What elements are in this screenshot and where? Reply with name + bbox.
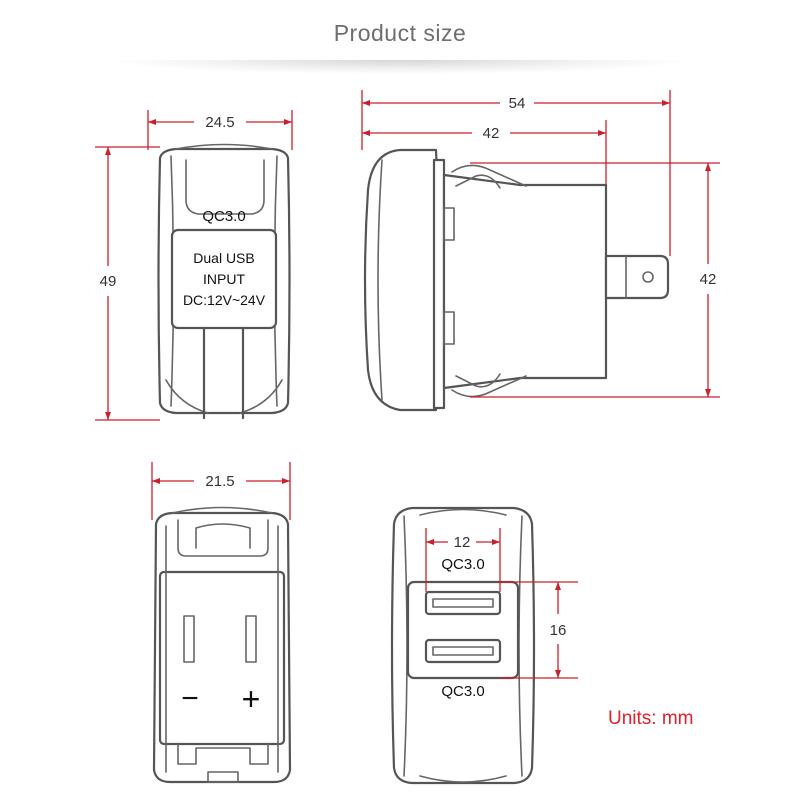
- back-negative-terminal-slot: [183, 615, 195, 663]
- side-bottom-tab: [443, 311, 455, 345]
- side-top-clip: [451, 164, 527, 189]
- front-height-dimension: 49: [95, 146, 160, 421]
- front-width-dimension: 24.5: [147, 110, 293, 150]
- front-label-tongue: [202, 326, 245, 420]
- side-view: 54 42 42: [361, 90, 720, 412]
- back-top-clip: [171, 506, 273, 557]
- side-flange: [432, 158, 446, 410]
- front-top-slot: [185, 159, 265, 215]
- side-height-label: 42: [700, 271, 717, 288]
- usb-port-bottom: [424, 638, 502, 664]
- side-cap-inner: [377, 159, 383, 401]
- usb-port-bottom-tongue: [432, 646, 494, 656]
- port-qc-top-label: QC3.0: [441, 556, 484, 573]
- usb-port-top-tongue: [432, 598, 494, 608]
- back-top-clip-inner: [195, 523, 251, 549]
- port-view: QC3.0 QC3.0 12 16: [390, 506, 578, 785]
- port-bottom-arc: [419, 775, 507, 783]
- title-divider: [110, 60, 690, 74]
- side-top-tab: [443, 207, 455, 241]
- front-label-line3: DC:12V~24V: [183, 292, 266, 308]
- back-width-dimension: 21.5: [151, 462, 291, 520]
- back-bottom-tab: [207, 771, 239, 783]
- units-label: Units: mm: [608, 708, 694, 729]
- port-width-label: 12: [454, 534, 471, 551]
- port-width-dimension: 12: [425, 528, 501, 592]
- port-top-arc: [419, 508, 507, 516]
- side-height-dimension: 42: [470, 162, 720, 398]
- front-view: QC3.0 Dual USB INPUT DC:12V~24V 24.5 49: [95, 110, 293, 421]
- back-positive-terminal-slot: [245, 615, 257, 663]
- side-terminal-hole: [642, 271, 654, 283]
- side-body-length-label: 42: [483, 125, 500, 142]
- plus-icon: +: [242, 681, 261, 717]
- back-plate: [158, 570, 286, 746]
- side-total-length-label: 54: [509, 95, 526, 112]
- side-body-length-dimension: 42: [362, 120, 607, 185]
- back-view: − + 21.5: [151, 462, 292, 784]
- side-total-length-dimension: 54: [361, 90, 671, 256]
- back-width-label: 21.5: [205, 473, 234, 490]
- port-height-label: 16: [550, 622, 567, 639]
- front-qc-label: QC3.0: [202, 208, 245, 225]
- side-terminal: [604, 254, 670, 300]
- minus-icon: −: [181, 682, 199, 715]
- side-cap: [363, 148, 441, 412]
- front-label-line1: Dual USB: [193, 250, 254, 266]
- front-label-line2: INPUT: [203, 271, 245, 287]
- page-title: Product size: [333, 20, 467, 46]
- port-qc-bottom-label: QC3.0: [441, 683, 484, 700]
- port-height-dimension: 16: [500, 581, 578, 679]
- front-label-plate: [170, 228, 278, 330]
- front-width-label: 24.5: [205, 114, 234, 131]
- side-body: [442, 173, 608, 390]
- usb-port-top: [424, 590, 502, 616]
- front-height-label: 49: [100, 273, 117, 290]
- front-top-cap: [175, 143, 273, 150]
- back-bottom-clip: [177, 743, 269, 765]
